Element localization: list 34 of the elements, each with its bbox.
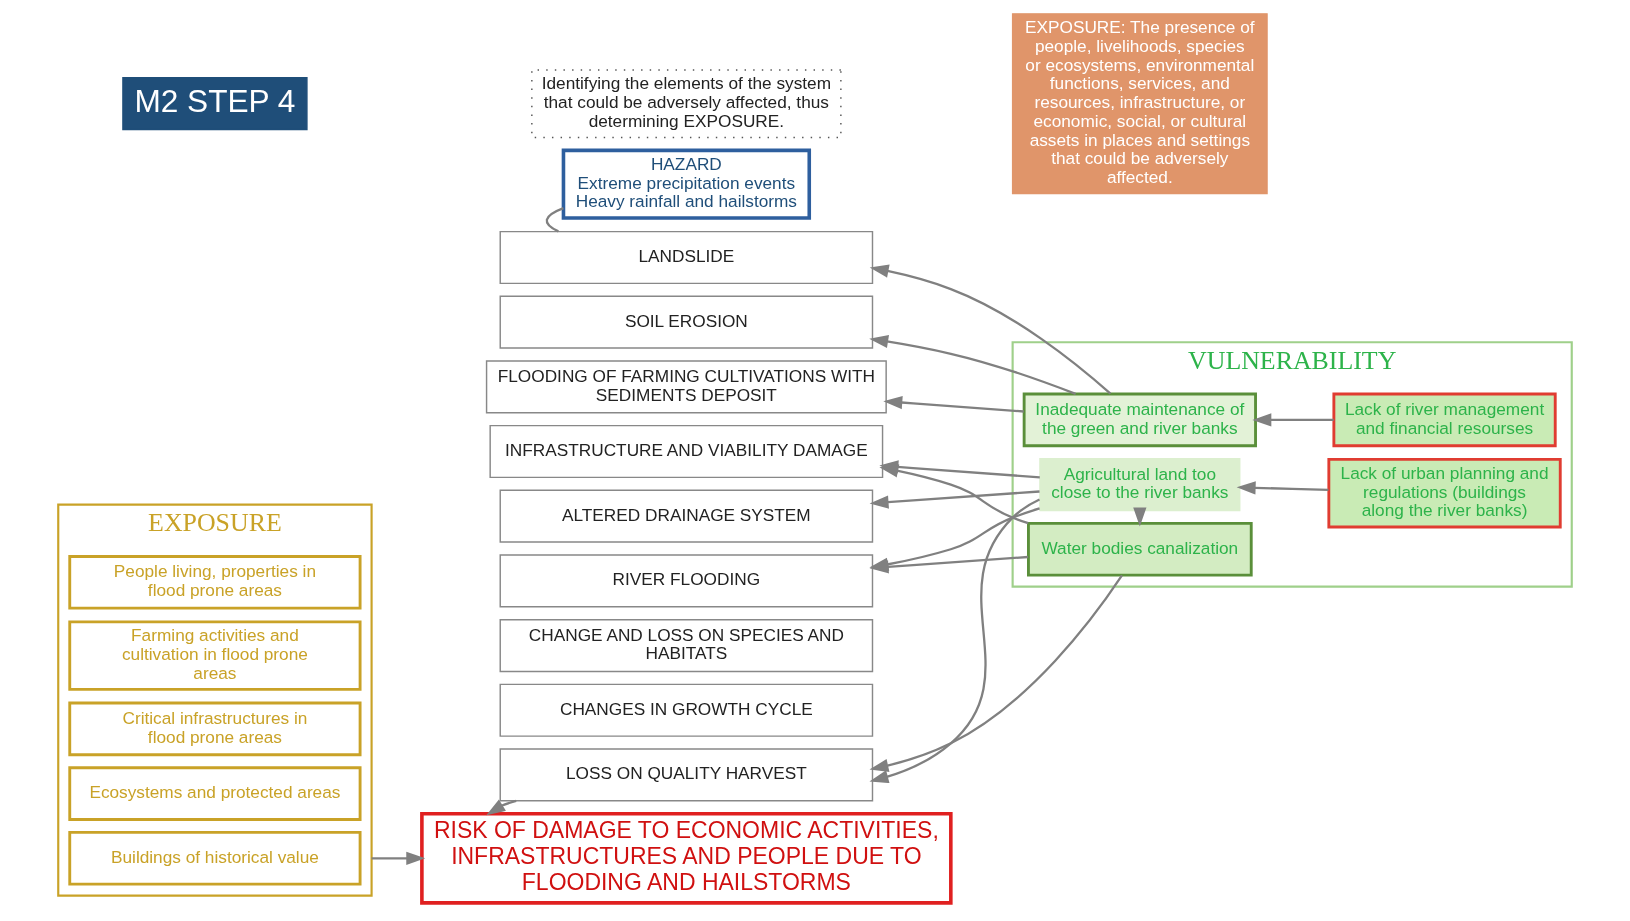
node-box: RISK OF DAMAGE TO ECONOMIC ACTIVITIES, INFRASTRUCTURES AND PEOPLE DUE TO FLOODING AND HAILSTORMS	[420, 811, 953, 905]
node-box: Water bodies canalization	[1027, 521, 1253, 577]
arrow	[869, 490, 1040, 509]
node-box: Critical infrastructures in flood prone areas	[68, 701, 362, 757]
arrow	[869, 574, 1123, 772]
arrow	[1252, 413, 1334, 427]
node-box: Buildings of historical value	[68, 830, 362, 886]
node-box: Farming activities and cultivation in flood prone areas	[68, 620, 362, 691]
node-box: FLOODING OF FARMING CULTIVATIONS WITH SEDIMENTS DEPOSIT	[485, 360, 887, 414]
node-box: CHANGE AND LOSS ON SPECIES AND HABITATS	[499, 618, 874, 673]
node-box: EXPOSURE: The presence of people, livelihoods, species or ecosystems, environmental functions, services, and resources, infrastructure, or economic, social, or cultural assets in places and settings that could be adversely affected.	[1011, 13, 1268, 195]
node-box: LANDSLIDE	[499, 230, 874, 285]
arrow	[869, 264, 1112, 395]
node-box: Ecosystems and protected areas	[68, 766, 362, 821]
arrow	[1133, 507, 1147, 527]
node-box: CHANGES IN GROWTH CYCLE	[499, 683, 874, 737]
node-box: SOIL EROSION	[499, 295, 874, 349]
node-box: Lack of urban planning and regulations (buildings along the river banks)	[1327, 458, 1562, 529]
node-box: Identifying the elements of the system that could be adversely affected, thus determining EXPOSURE.	[531, 69, 842, 139]
node-box: INFRASTRUCTURE AND VIABILITY DAMAGE	[489, 424, 884, 479]
node-box: LOSS ON QUALITY HARVEST	[499, 748, 874, 802]
node-box: HAZARD Extreme precipitation events Heavy rainfall and hailstorms	[561, 148, 812, 220]
arrow	[879, 464, 1029, 525]
connector	[545, 207, 564, 233]
node-box: ALTERED DRAINAGE SYSTEM	[499, 489, 874, 543]
node-box: Inadequate maintenance of the green and river banks	[1022, 392, 1257, 448]
arrow	[883, 395, 1024, 413]
node-box: RIVER FLOODING	[499, 554, 874, 608]
node-box: M2 STEP 4	[122, 77, 308, 131]
node-box: Lack of river management and financial resourses	[1332, 392, 1557, 448]
arrow	[869, 335, 1077, 395]
arrow	[371, 851, 426, 865]
arrow	[1236, 481, 1329, 495]
node-box: People living, properties in flood prone areas	[68, 555, 362, 610]
